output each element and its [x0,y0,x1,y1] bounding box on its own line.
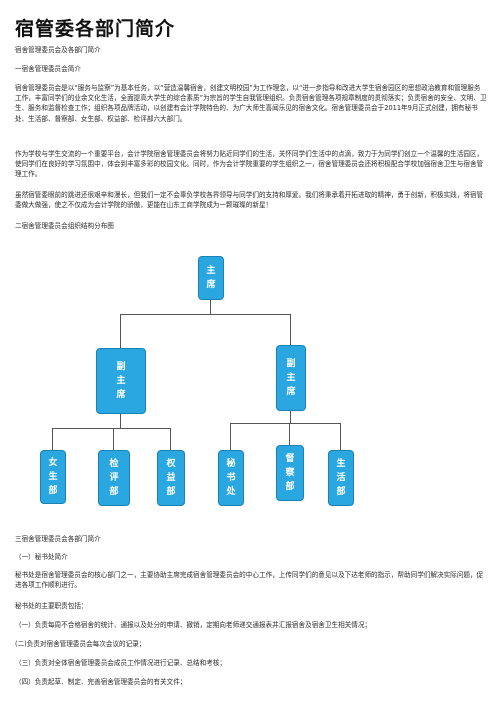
connector [120,314,291,315]
connector [340,423,341,450]
section-heading-1: 一宿舍管理委员会简介 [15,65,81,73]
connector [289,423,290,445]
org-node-supervision-department: 督察部 [276,445,304,501]
section-heading-3: 三宿舍管理委员会各部门简介 [15,535,101,543]
connector [120,412,121,428]
connector [210,298,211,314]
org-node-vice-chairman-left: 副主席 [96,348,146,414]
subsection-heading-secretariat: （一）秘书处简介 [15,553,68,561]
org-node-rights-department: 权益部 [157,450,185,506]
connector [52,428,53,450]
subtitle-line: 宿舍管理委员会及各部门简介 [15,46,101,54]
page-title: 宿管委各部门简介 [15,18,176,40]
org-chart: 主席 副主席 副主席 女生部 检评部 权益部 秘书处 督察部 生活部 [0,236,504,526]
platform-paragraph: 作为学校与学生交流的一个重要平台，会计学院宿舍管理委员会将努力贴近同学们的生活，… [15,150,484,179]
connector [113,428,114,450]
connector [120,314,121,348]
duty-item-3: （三）负责对全体宿舍管理委员会成员工作情况进行记录、总结和考核； [15,659,226,667]
duty-item-2: (二)负责对宿舍管理委员会每次会议的记录； [15,640,146,648]
outlook-paragraph: 虽然宿管委眼前的跳进还很艰辛和漫长，但我们一定不会辜负学校各界领导与同学们的支持… [15,191,484,210]
org-node-chairman: 主席 [198,256,224,300]
intro-paragraph: 宿舍管理委员会是以“服务与监察”为基本任务，以“营造温馨宿舍，创建文明校园”为工… [15,84,487,123]
duty-item-4: （四）负责起草、制定、完善宿舍管理委员会的有关文件； [15,678,187,686]
org-node-vice-chairman-right: 副主席 [276,345,306,411]
duty-item-1: （一）负责每周不合格宿舍的统计、通报以及处分的申请、撤销，定期向老师递交通报表并… [15,621,372,629]
connector [290,409,291,423]
duties-heading: 秘书处的主要职责包括： [15,602,88,610]
connector [170,428,171,450]
section-heading-2: 二宿舍管理委员会组织结构分布图 [15,222,114,230]
org-node-life-department: 生活部 [328,450,354,506]
org-node-secretariat: 秘书处 [218,450,244,506]
connector [290,314,291,345]
org-node-inspection-department: 检评部 [98,450,130,506]
connector [230,423,231,450]
secretariat-paragraph: 秘书处是宿舍管理委员会的核心部门之一，主要协助主席完成宿舍管理委员会的中心工作，… [15,571,484,590]
connector [230,423,341,424]
org-node-womens-department: 女生部 [40,450,66,504]
connector [52,428,171,429]
